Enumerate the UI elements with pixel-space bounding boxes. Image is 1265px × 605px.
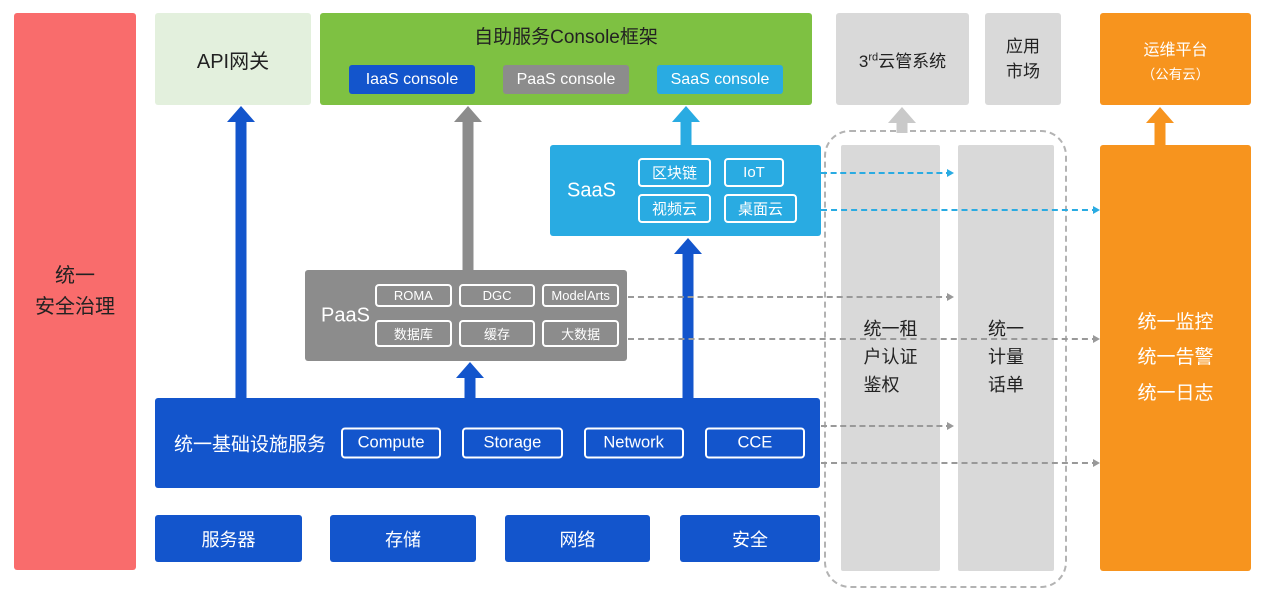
monitoring-panel: 统一监控 统一告警 统一日志 [1100, 145, 1251, 571]
dash-saas-to-monitoring [821, 206, 1100, 214]
arrow-shaft [235, 121, 247, 398]
arrow-head [454, 106, 482, 122]
tenant-auth-label: 统一租 户认证 鉴权 [863, 319, 918, 395]
paas-panel: PaaS ROMA DGC ModelArts 数据库 缓存 大数据 [305, 270, 627, 361]
arrow-infra-to-saas [674, 238, 702, 398]
hardware-network-box: 网络 [505, 515, 650, 562]
security-governance-panel: 统一 安全治理 [14, 13, 136, 570]
hardware-security-box: 安全 [680, 515, 820, 562]
third-party-sup: rd [868, 50, 879, 63]
arrow-shaft [680, 121, 692, 145]
app-market-panel: 应用 市场 [985, 13, 1061, 105]
hardware-storage-box: 存储 [330, 515, 476, 562]
paas-item-cache: 缓存 [458, 320, 536, 347]
paas-item-modelarts: ModelArts [542, 284, 620, 307]
saas-label: SaaS [567, 179, 616, 201]
paas-item-roma: ROMA [375, 284, 452, 307]
dash-paas-to-monitoring [628, 335, 1100, 343]
hardware-server-box: 服务器 [155, 515, 302, 562]
third-party-suffix: 云管系统 [878, 51, 947, 71]
metering-billing-label: 统一 计量 话单 [988, 319, 1024, 395]
saas-item-desktop-cloud: 桌面云 [724, 194, 798, 223]
paas-item-database: 数据库 [375, 320, 452, 347]
third-party-cloud-label: 3rd云管系统 [859, 47, 946, 72]
console-framework-panel: 自助服务Console框架 IaaS console PaaS console … [320, 13, 812, 105]
tenant-auth-bar: 统一租 户认证 鉴权 [841, 145, 940, 571]
paas-console-chip: PaaS console [503, 65, 629, 94]
arrow-head [672, 106, 700, 122]
saas-chip-row-1: 区块链 IoT [638, 158, 809, 187]
dash-arrow-head [947, 293, 954, 301]
iaas-console-chip: IaaS console [349, 65, 475, 94]
console-chip-row: IaaS console PaaS console SaaS console [320, 65, 812, 94]
dash-arrow-head [1093, 206, 1100, 214]
arrow-head [888, 107, 916, 123]
dash-arrow-head [947, 169, 954, 177]
third-party-prefix: 3 [858, 51, 869, 71]
arrow-shaft [462, 121, 474, 270]
saas-chip-row-2: 视频云 桌面云 [638, 194, 809, 223]
infra-item-storage: Storage [462, 427, 563, 459]
arrow-monitoring-to-om [1146, 107, 1174, 145]
infrastructure-chip-row: Compute Storage Network CCE [341, 427, 805, 459]
saas-panel: SaaS 区块链 IoT 视频云 桌面云 [550, 145, 821, 236]
arrow-infra-to-paas [456, 362, 484, 398]
api-gateway-panel: API网关 [155, 13, 311, 105]
saas-item-iot: IoT [724, 158, 785, 187]
dash-arrow-head [947, 422, 954, 430]
paas-item-dgc: DGC [458, 284, 536, 307]
saas-item-video-cloud: 视频云 [638, 194, 712, 223]
arrow-shaft [896, 122, 908, 133]
saas-console-chip: SaaS console [657, 65, 783, 94]
paas-chip-grid: ROMA DGC ModelArts 数据库 缓存 大数据 [375, 284, 620, 347]
paas-chip-row-1: ROMA DGC ModelArts [375, 284, 620, 307]
arrow-infra-to-api-gateway [227, 106, 255, 398]
paas-chip-row-2: 数据库 缓存 大数据 [375, 320, 620, 347]
dash-saas-to-metering [821, 169, 954, 177]
dash-arrow-head [1093, 335, 1100, 343]
dash-infra-to-metering [821, 422, 954, 430]
om-platform-panel: 运维平台 （公有云） [1100, 13, 1251, 105]
arrow-shared-to-third-party [888, 107, 916, 133]
arrow-head [456, 362, 484, 378]
console-framework-title: 自助服务Console框架 [474, 27, 658, 48]
infrastructure-label: 统一基础设施服务 [174, 434, 327, 456]
saas-chip-grid: 区块链 IoT 视频云 桌面云 [638, 158, 809, 223]
arrow-shaft [682, 253, 694, 398]
arrow-shaft [1154, 122, 1166, 145]
arrow-shaft [464, 377, 476, 398]
metering-billing-bar: 统一 计量 话单 [958, 145, 1054, 571]
infrastructure-panel: 统一基础设施服务 Compute Storage Network CCE [155, 398, 820, 488]
infra-item-network: Network [583, 427, 684, 459]
paas-label: PaaS [321, 304, 370, 326]
dash-arrow-head [1093, 459, 1100, 467]
dash-paas-to-metering [628, 293, 954, 301]
om-platform-subtitle: （公有云） [1141, 66, 1210, 82]
arrow-head [674, 238, 702, 254]
third-party-cloud-panel: 3rd云管系统 [836, 13, 969, 105]
dash-infra-to-monitoring [821, 459, 1100, 467]
arrow-head [1146, 107, 1174, 123]
shared-services-group [824, 130, 1067, 588]
arrow-head [227, 106, 255, 122]
infra-item-cce: CCE [704, 427, 805, 459]
arrow-paas-to-console [454, 106, 482, 270]
saas-item-blockchain: 区块链 [638, 158, 712, 187]
om-platform-title: 运维平台 [1143, 41, 1208, 59]
paas-item-bigdata: 大数据 [542, 320, 620, 347]
infra-item-compute: Compute [341, 427, 442, 459]
arrow-saas-to-console [672, 106, 700, 145]
